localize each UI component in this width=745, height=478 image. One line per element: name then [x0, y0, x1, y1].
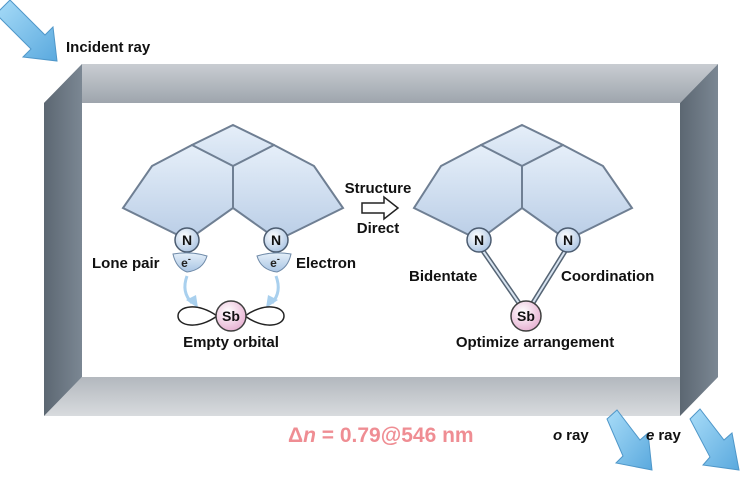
- incident-ray-label: Incident ray: [66, 39, 151, 56]
- antimony-atom-right: Sb: [510, 300, 542, 332]
- left-phenanthroline: [121, 123, 345, 242]
- structure-direct-label-line2: Direct: [357, 220, 400, 237]
- svg-text:e-: e-: [181, 254, 191, 270]
- antimony-atom-left: Sb: [215, 300, 247, 332]
- structure-direct-label-line1: Structure: [345, 180, 412, 197]
- empty-orbital: [177, 306, 285, 326]
- svg-text:N: N: [182, 232, 192, 248]
- optimize-arrangement-label: Optimize arrangement: [456, 334, 614, 351]
- svg-text:Sb: Sb: [222, 308, 240, 324]
- svg-text:N: N: [271, 232, 281, 248]
- electron-cap-left: e-: [172, 252, 208, 273]
- crystal-slab: [44, 64, 718, 416]
- left-nitrogen-left: N: [174, 227, 200, 253]
- birefringence-formula: Δn = 0.79@546 nm: [288, 424, 474, 447]
- slab-left-face: [44, 64, 82, 416]
- slab-bottom-face: [44, 377, 718, 416]
- coordination-bonds: [478, 246, 570, 308]
- slab-right-face: [680, 64, 718, 416]
- svg-text:N: N: [474, 232, 484, 248]
- empty-orbital-label: Empty orbital: [183, 334, 279, 351]
- electron-label: Electron: [296, 255, 356, 272]
- o-ray-arrow: [606, 409, 653, 471]
- svg-text:e-: e-: [270, 254, 280, 270]
- structure-direct-arrow: [361, 195, 400, 221]
- slab-top-face: [44, 64, 718, 103]
- right-nitrogen-right: N: [555, 227, 581, 253]
- e-ray-arrow: [689, 408, 740, 471]
- svg-text:N: N: [563, 232, 573, 248]
- right-phenanthroline: [412, 123, 634, 242]
- coordination-label: Coordination: [561, 268, 654, 285]
- bidentate-label: Bidentate: [409, 268, 477, 285]
- right-nitrogen-left: N: [466, 227, 492, 253]
- lone-pair-label: Lone pair: [92, 255, 160, 272]
- left-nitrogen-right: N: [263, 227, 289, 253]
- electron-cap-right: e-: [256, 252, 292, 273]
- svg-text:Sb: Sb: [517, 308, 535, 324]
- donation-arrows: [183, 275, 280, 308]
- incident-ray-arrow: [0, 0, 58, 62]
